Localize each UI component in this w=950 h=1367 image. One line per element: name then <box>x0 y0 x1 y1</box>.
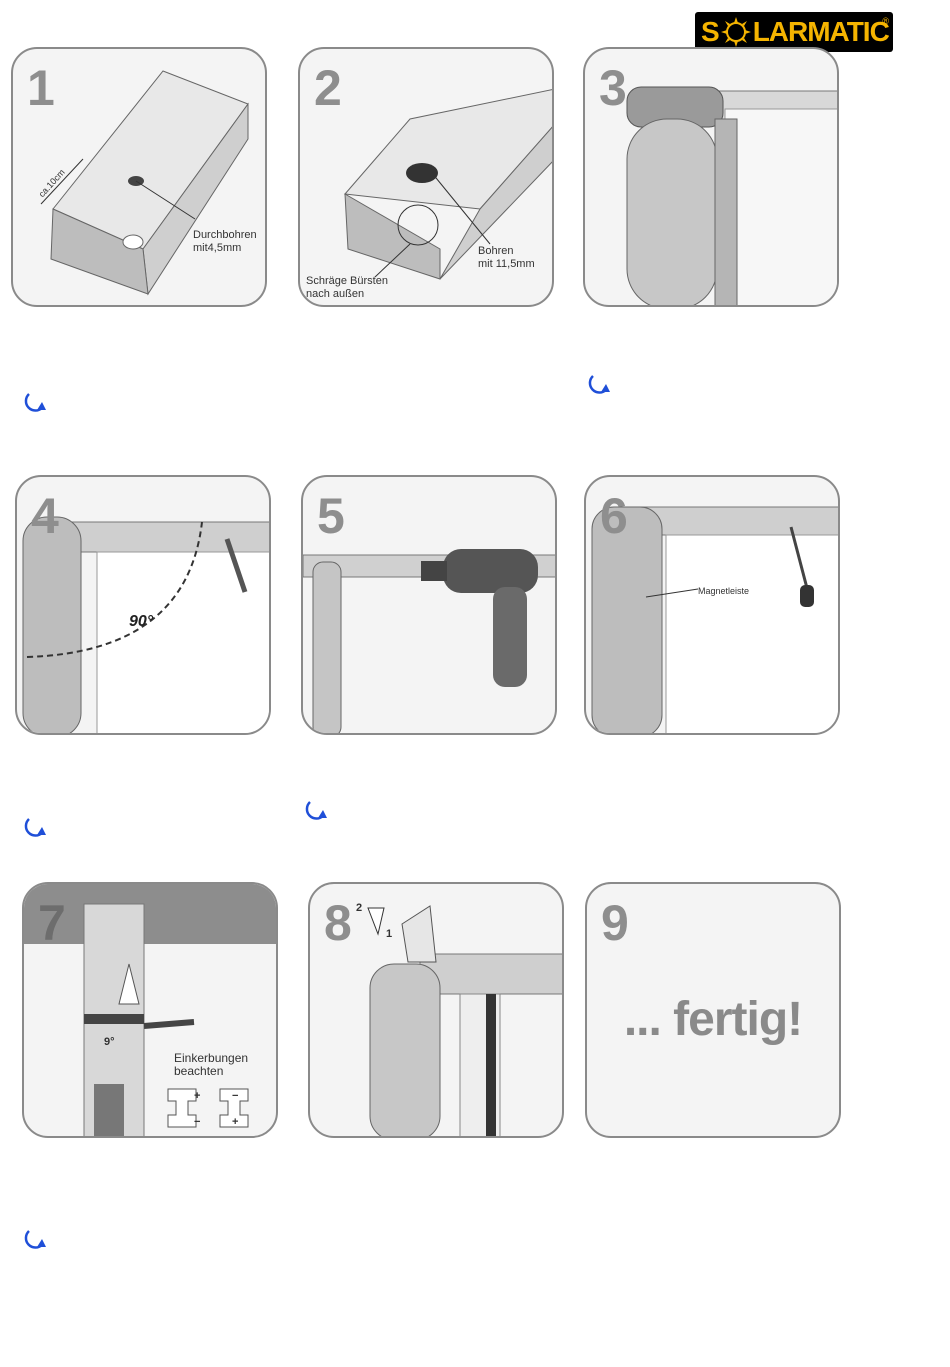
step-number: 2 <box>314 63 342 113</box>
brush-label: Schräge Bürsten nach außen <box>306 275 388 301</box>
logo-text-end: LARMATIC <box>753 12 889 52</box>
step-2-panel: 2 Schräge Bürsten nach außen Bohren mit … <box>298 47 554 307</box>
notches-label: Einkerbungen beachten <box>174 1052 248 1078</box>
step-one-label: 1 <box>386 928 392 941</box>
step-number: 3 <box>599 63 627 113</box>
step-number: 5 <box>317 491 345 541</box>
step-5-panel: 5 <box>301 475 557 735</box>
refresh-arrow-icon <box>22 1227 48 1253</box>
sun-icon <box>721 17 751 47</box>
plus-sign-2: + <box>232 1116 238 1129</box>
plus-sign-1: + <box>194 1090 200 1103</box>
angle-label: 9° <box>104 1036 115 1049</box>
step-6-panel: 6 Magnetleiste <box>584 475 840 735</box>
step-3-panel: 3 <box>583 47 839 307</box>
done-text: ... fertig! <box>587 992 839 1047</box>
step-number: 9 <box>601 898 629 948</box>
drill-label: Bohren mit 11,5mm <box>478 245 535 271</box>
minus-sign-2: − <box>232 1090 238 1103</box>
step-number: 8 <box>324 898 352 948</box>
minus-sign-1: − <box>194 1116 200 1129</box>
step-4-panel: 4 90° <box>15 475 271 735</box>
refresh-arrow-icon <box>22 815 48 841</box>
step-8-panel: 8 2 1 <box>308 882 564 1138</box>
magnet-label: Magnetleiste <box>698 585 749 598</box>
refresh-arrow-icon <box>586 372 612 398</box>
solarmatic-logo: S LARMATIC ® <box>695 12 893 52</box>
step-number: 7 <box>38 898 66 948</box>
registered-mark: ® <box>882 16 889 26</box>
angle-label: 90° <box>129 613 153 631</box>
step-9-panel: 9 ... fertig! <box>585 882 841 1138</box>
step-number: 4 <box>31 491 59 541</box>
refresh-arrow-icon <box>22 390 48 416</box>
step-sup-label: 2 <box>356 902 362 915</box>
step-number: 6 <box>600 491 628 541</box>
refresh-arrow-icon <box>303 798 329 824</box>
step-1-panel: 1 ca.10cm Durchbohren mit4,5mm <box>11 47 267 307</box>
step-7-panel: 7 9° Einkerbungen beachten + − − + <box>22 882 278 1138</box>
drill-label: Durchbohren mit4,5mm <box>193 229 257 255</box>
logo-text-start: S <box>701 12 719 52</box>
step-number: 1 <box>27 63 55 113</box>
